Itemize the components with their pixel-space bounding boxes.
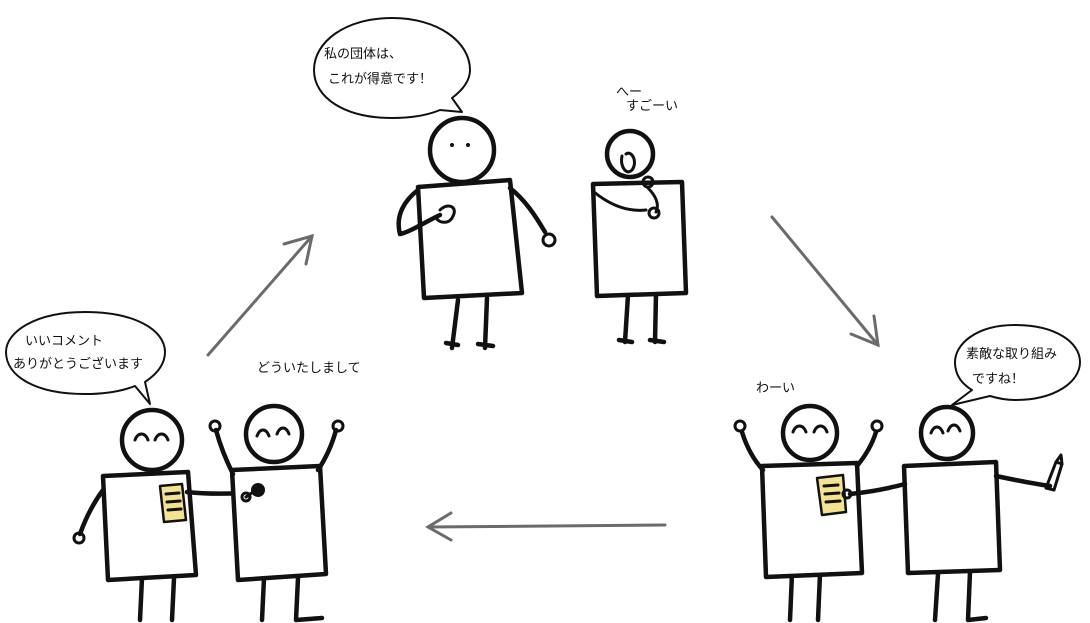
commenter-figure — [841, 404, 1064, 623]
cheer-text: わーい — [756, 381, 795, 396]
arrow-down-right-icon — [770, 215, 880, 348]
memo-icon — [815, 473, 848, 517]
speech-bubble-top: 私の団体は、 これが得意です！ — [313, 17, 471, 119]
speech-text-line2: これが得意です！ — [328, 71, 432, 87]
reaction-text-line1: へー — [616, 85, 642, 100]
thanking-figure — [72, 407, 247, 623]
cheering-figure — [733, 403, 884, 623]
memo-icon — [158, 482, 188, 524]
speech-text-line2: ありがとうございます — [13, 356, 143, 372]
reaction-text-line2: すごーい — [626, 98, 678, 114]
microphone-icon — [240, 483, 265, 503]
speech-bubble-left: いいコメント ありがとうございます — [5, 311, 166, 405]
arrow-left-icon — [425, 511, 667, 542]
speech-bubble-right: 素敵な取り組み ですね！ — [951, 324, 1081, 406]
listener-figure — [590, 128, 689, 345]
speech-text-line2: ですね！ — [972, 372, 1024, 387]
speech-text-line1: 私の団体は、 — [324, 47, 402, 62]
presenter-figure — [396, 115, 557, 351]
arrow-up-right-icon — [206, 233, 314, 357]
replying-figure — [208, 403, 345, 623]
speech-text-line1: 素敵な取り組み — [966, 346, 1057, 362]
reply-text: どういたしまして — [257, 361, 361, 376]
speech-text-line1: いいコメント — [25, 334, 103, 349]
pencil-icon — [1044, 453, 1064, 492]
